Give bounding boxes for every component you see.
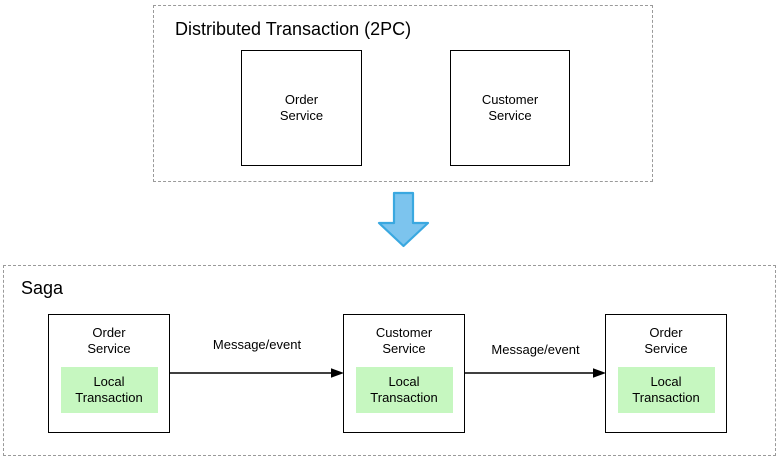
node-saga-order-service-2[interactable]: Order Service Local Transaction [605,314,727,433]
group-title-saga: Saga [21,278,64,298]
edge-arrow-customer-to-order [465,368,606,378]
edge-arrow-order-to-customer [170,368,344,378]
node-label: Order Service [279,92,324,123]
node-2pc-customer-service[interactable]: Customer Service [450,50,570,166]
local-transaction-badge: Local Transaction [617,367,715,413]
node-label: Customer Service [481,92,539,123]
edge-label-customer-to-order: Message/event [491,342,580,357]
group-title-distributed-transaction: Distributed Transaction (2PC) [175,19,412,39]
edge-label-order-to-customer: Message/event [212,337,302,352]
node-saga-customer-service[interactable]: Customer Service Local Transaction [343,314,465,433]
node-saga-order-service-1[interactable]: Order Service Local Transaction [48,314,170,433]
local-transaction-badge: Local Transaction [60,367,158,413]
down-arrow-icon [377,191,430,248]
local-transaction-badge: Local Transaction [355,367,453,413]
node-label: Customer Service [375,325,433,356]
node-2pc-order-service[interactable]: Order Service [241,50,362,166]
node-label: Order Service [87,325,131,356]
node-label: Order Service [644,325,688,356]
group-distributed-transaction: Distributed Transaction (2PC) [153,5,653,182]
group-saga: Saga [3,265,776,456]
